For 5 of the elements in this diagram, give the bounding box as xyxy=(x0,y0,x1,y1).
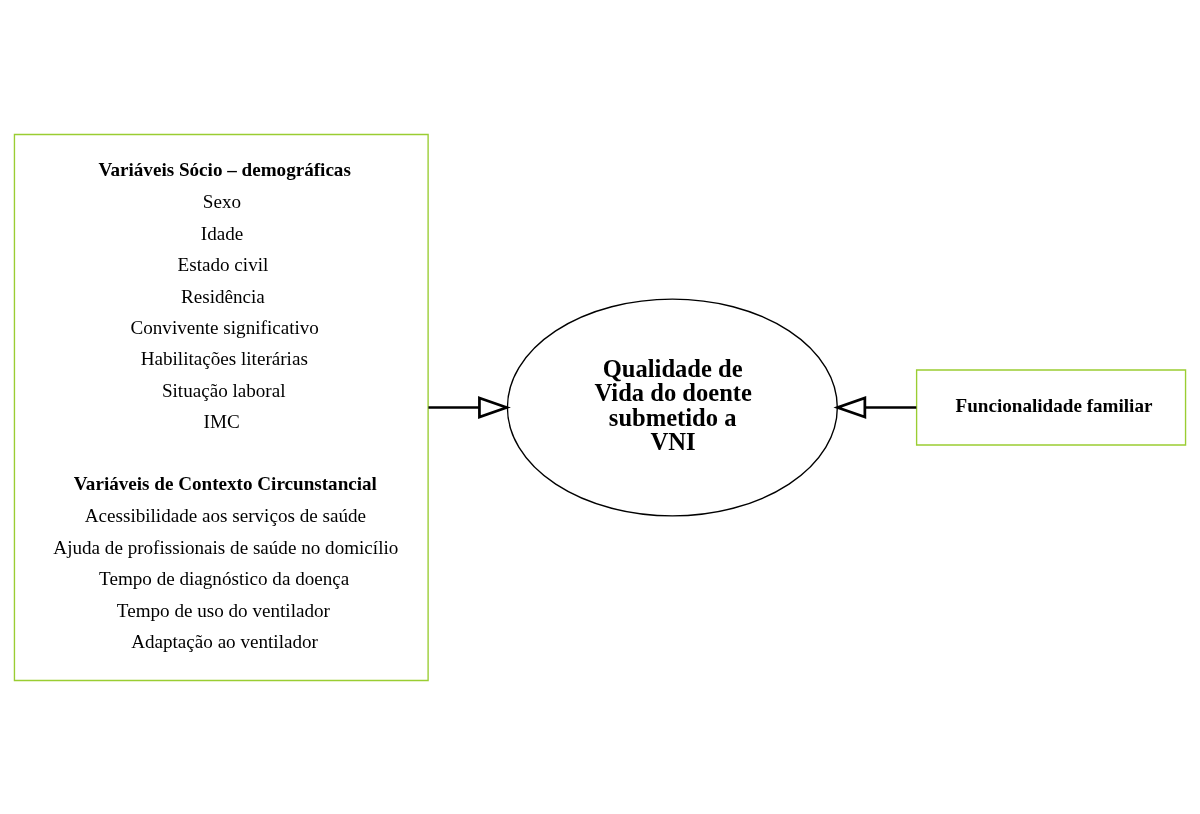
node-ellipse: Qualidade de Vida do doente submetido a VNI xyxy=(506,297,838,517)
node-box: Variáveis Sócio – demográficas Sexo Idade Estado civil Residência Convivente significativo Habilitações literárias Situação laboral IMC Variáveis de Contexto Circunstancial Acessibilidade aos serviços de saúde Ajuda de profissionais de saúde no domicílio Tempo de diagnóstico da doença Tempo de uso do ventilador Adaptação ao ventilador xyxy=(13,133,429,681)
arrow xyxy=(428,395,511,419)
node-box: Funcionalidade familiar xyxy=(915,368,1187,446)
arrow xyxy=(833,395,917,419)
